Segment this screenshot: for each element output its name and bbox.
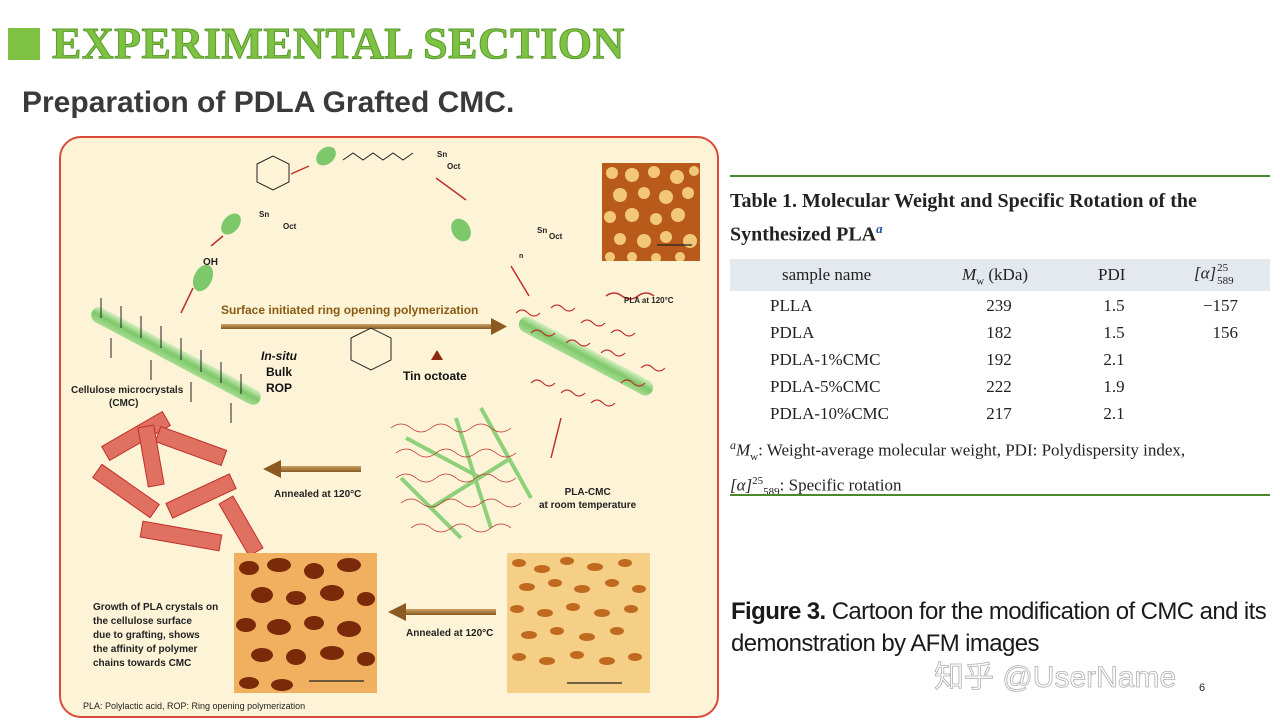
table-cell-name: PDLA (770, 323, 815, 342)
table-caption: Table 1. Molecular Weight and Specific R… (730, 188, 1260, 249)
chem-oct-1: Oct (283, 222, 297, 231)
table-caption-sup: a (876, 221, 883, 236)
table-bottom-rule (730, 494, 1270, 496)
table-note-line1: aMw: Weight-average molecular weight, PD… (730, 438, 1186, 464)
table-top-rule (730, 175, 1270, 177)
title-bullet-square (8, 28, 40, 60)
chem-sn-2: Sn (437, 150, 448, 159)
table-header-row (730, 259, 1270, 291)
table-note: aMw: Weight-average molecular weight, PD… (730, 433, 1270, 504)
note-rot-sup: 25 (752, 475, 764, 488)
note-text-2: Specific rotation (788, 475, 902, 495)
pla-cmc-line1: PLA-CMC (564, 487, 611, 498)
slide-subtitle: Preparation of PDLA Grafted CMC. (22, 86, 514, 120)
insitu-label: In-situ (261, 349, 297, 363)
col-header-mw-sym: M (962, 265, 977, 284)
annealed-label-1: Annealed at 120°C (274, 489, 362, 500)
schematic-drawing (91, 146, 666, 621)
cmc-label-line2: (CMC) (109, 398, 139, 409)
table-caption-line1: Table 1. Molecular Weight and Specific R… (730, 190, 1197, 212)
col-header-pdi: PDI (1098, 265, 1126, 284)
rop-label: ROP (265, 381, 292, 395)
growth-caption: Growth of PLA crystals on the cellulose … (93, 601, 218, 671)
afm-image-bottom-left (234, 553, 377, 693)
col-header-rot-sup: 25 (1217, 262, 1229, 274)
figure-footnote: PLA: Polylactic acid, ROP: Ring opening … (83, 701, 306, 711)
col-header-mw-sub: w (976, 275, 985, 288)
table-cell-rot: −157 (1202, 296, 1238, 315)
note-rot-sub: 589 (763, 486, 780, 499)
tin-octoate-label: Tin octoate (403, 369, 467, 383)
note-rot: [α] (730, 475, 753, 495)
bulk-label: Bulk (265, 365, 292, 379)
cmc-rod (91, 298, 261, 423)
note-sup: a (730, 438, 736, 452)
table-cell-name: PDLA-5%CMC (770, 377, 881, 396)
slide-title: EXPERIMENTAL SECTION (52, 19, 625, 69)
cmc-label-line1: Cellulose microcrystals (71, 385, 184, 396)
col-header-name: sample name (782, 265, 872, 284)
pla-cmc-network (388, 390, 544, 546)
growth-line4: the affinity of polymer (93, 644, 198, 655)
pla-crystal-bundles (92, 410, 264, 557)
annealed-label-2: Annealed at 120°C (406, 628, 494, 639)
chem-oct-2: Oct (447, 162, 461, 171)
chem-oh: OH (203, 257, 218, 268)
subtitle-text: Preparation of PDLA Grafted CMC (22, 86, 506, 119)
afm-image-top (602, 163, 700, 261)
afm-image-bottom-right (507, 553, 650, 693)
pla-cmc-line2: at room temperature (539, 500, 637, 511)
table-cell-pdi: 2.1 (1103, 404, 1125, 423)
table-1: Table 1. Molecular Weight and Specific R… (730, 175, 1270, 498)
insitu-label-block: In-situ Bulk ROP (261, 348, 297, 396)
table-cell-mw: 217 (986, 404, 1012, 423)
pla-cmc-label: PLA-CMC at room temperature (539, 486, 636, 512)
col-header-rot-sub: 589 (1217, 275, 1234, 287)
cmc-label: Cellulose microcrystals (CMC) (71, 384, 183, 410)
col-header-mw: Mw (kDa) (962, 265, 1028, 287)
note-mw-sub: w (750, 451, 759, 464)
chem-n: n (519, 253, 524, 260)
col-header-mw-unit: (kDa) (988, 265, 1029, 284)
banner-label: Surface initiated ring opening polymeriz… (221, 303, 479, 317)
figure-3-label: Figure 3. (731, 598, 826, 625)
subtitle-dot: . (505, 86, 515, 119)
growth-line1: Growth of PLA crystals on (93, 602, 219, 613)
table-cell-name: PDLA-10%CMC (770, 404, 890, 423)
table-cell-mw: 192 (986, 350, 1012, 369)
chem-sn-3: Sn (537, 226, 548, 235)
table-cell-pdi: 1.9 (1103, 377, 1125, 396)
chem-oct-3: Oct (549, 232, 563, 241)
note-mw: M (736, 440, 751, 460)
grafted-rod (515, 292, 666, 407)
table-cell-mw: 182 (986, 323, 1012, 342)
growth-line3: due to grafting, shows (93, 630, 200, 641)
table-caption-line2: Synthesized PLAa (730, 215, 1260, 249)
table-note-line2: [α]25589: Specific rotation (730, 475, 902, 499)
table-cell-mw: 239 (986, 296, 1012, 315)
figure-panel: OH Sn Oct Sn Oct Sn Oct n Surface initia… (59, 136, 719, 718)
growth-line5: chains towards CMC (93, 658, 192, 669)
table-cell-mw: 222 (986, 377, 1012, 396)
chem-sn-1: Sn (259, 210, 270, 219)
col-header-rot-sym: [α] (1194, 263, 1217, 283)
table-cell-name: PLLA (770, 296, 813, 315)
table-cell-pdi: 2.1 (1103, 350, 1125, 369)
table-cell-rot: 156 (1212, 323, 1239, 342)
table-cell-pdi: 1.5 (1103, 323, 1125, 342)
table-caption-text: Synthesized PLA (730, 223, 877, 246)
table-cell-name: PDLA-1%CMC (770, 350, 881, 369)
pla-120-label: PLA at 120°C (624, 296, 674, 305)
note-text-1: Weight-average molecular weight, PDI: Po… (766, 440, 1186, 460)
table-cell-pdi: 1.5 (1103, 296, 1125, 315)
figure-3-caption: Figure 3. Cartoon for the modification o… (731, 596, 1271, 660)
figure-3-text: Cartoon for the modification of CMC and … (731, 598, 1267, 657)
growth-line2: the cellulose surface (93, 616, 192, 627)
watermark: 知乎 @UserName (934, 661, 1177, 695)
page-number: 6 (1199, 682, 1206, 694)
